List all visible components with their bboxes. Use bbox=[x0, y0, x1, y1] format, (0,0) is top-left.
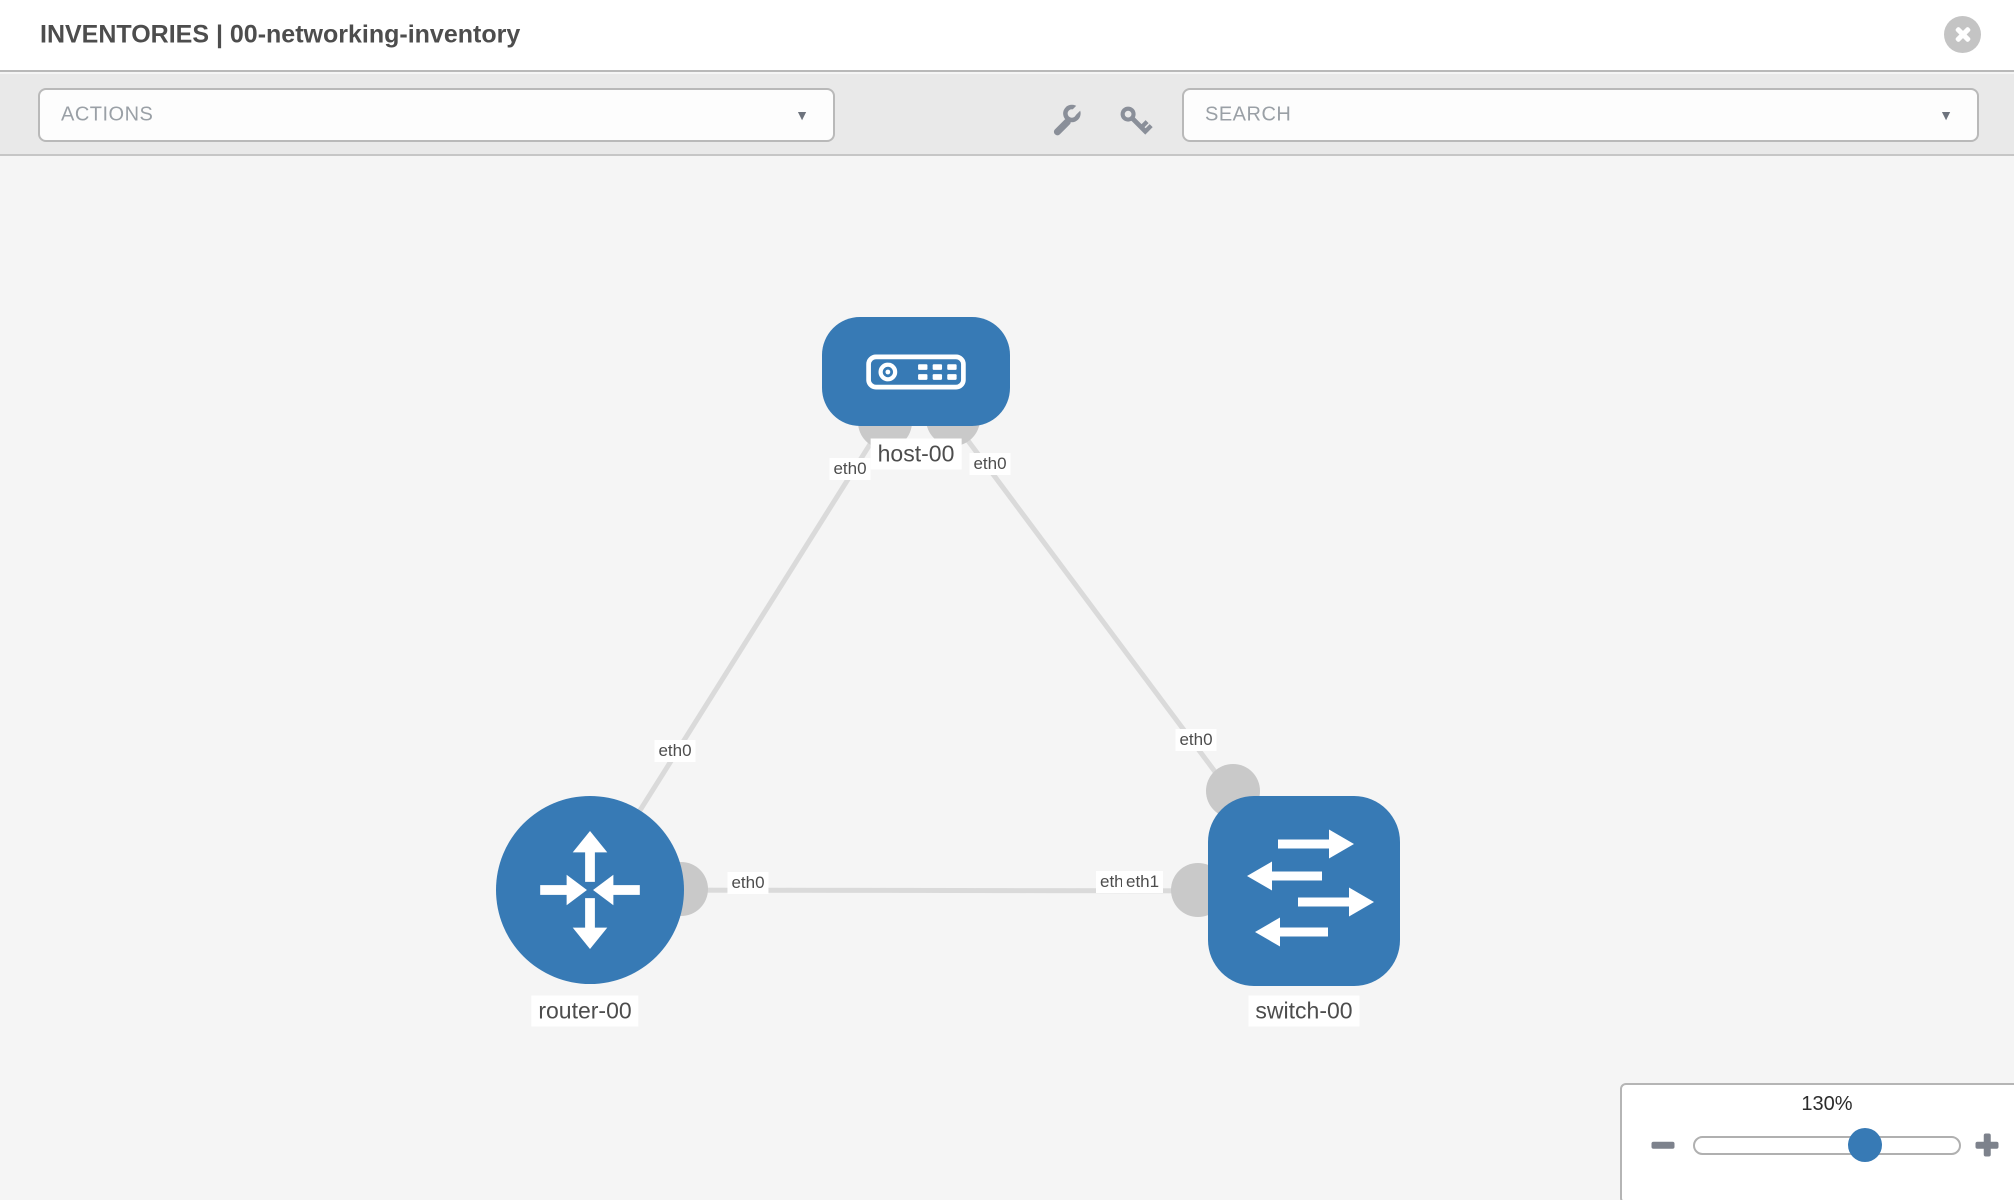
actions-dropdown-label: ACTIONS bbox=[61, 103, 154, 126]
wrench-button[interactable] bbox=[1045, 101, 1085, 141]
interface-label-switch-router-eth1: eth1 bbox=[1122, 871, 1164, 893]
host-icon bbox=[866, 354, 966, 389]
node-host-00[interactable] bbox=[822, 317, 1010, 426]
interface-label-router-host-eth0: eth0 bbox=[654, 740, 696, 762]
plus-icon bbox=[1983, 1133, 1991, 1157]
wrench-icon bbox=[1053, 101, 1085, 136]
minus-icon bbox=[1651, 1141, 1675, 1149]
page-title: INVENTORIES | 00-networking-inventory bbox=[40, 20, 521, 49]
zoom-level: 130% bbox=[1801, 1093, 1853, 1115]
zoom-slider-thumb[interactable] bbox=[1848, 1128, 1882, 1162]
key-button[interactable] bbox=[1115, 101, 1155, 141]
zoom-in-button[interactable] bbox=[1969, 1127, 2005, 1163]
close-button[interactable] bbox=[1944, 16, 1981, 53]
zoom-slider-track[interactable] bbox=[1693, 1136, 1961, 1155]
link-host-router bbox=[587, 369, 919, 892]
node-label-switch: switch-00 bbox=[1248, 995, 1360, 1027]
header: INVENTORIES | 00-networking-inventory bbox=[0, 0, 2014, 72]
actions-dropdown[interactable]: ACTIONS ▼ bbox=[38, 88, 835, 142]
search-dropdown-label: SEARCH bbox=[1205, 103, 1292, 126]
links-layer bbox=[587, 369, 1307, 917]
zoom-panel: 130% bbox=[1620, 1083, 2014, 1200]
search-dropdown[interactable]: SEARCH ▼ bbox=[1182, 88, 1979, 142]
chevron-down-icon: ▼ bbox=[1939, 107, 1953, 123]
key-icon bbox=[1120, 106, 1153, 135]
node-router-00[interactable] bbox=[496, 796, 684, 984]
interface-label-router-switch-eth0: eth0 bbox=[727, 872, 769, 894]
topology-canvas[interactable]: host-00 router-00 switch-00 eth0 eth0 et… bbox=[0, 156, 2014, 1200]
router-icon bbox=[540, 831, 640, 949]
chevron-down-icon: ▼ bbox=[795, 107, 809, 123]
toolbar: ACTIONS ▼ bbox=[0, 74, 2014, 156]
zoom-out-button[interactable] bbox=[1645, 1127, 1681, 1163]
switch-icon bbox=[1247, 829, 1374, 947]
node-label-router: router-00 bbox=[531, 995, 639, 1027]
node-switch-00[interactable] bbox=[1208, 796, 1400, 986]
node-label-host: host-00 bbox=[870, 438, 962, 470]
interface-label-host-router-eth0: eth0 bbox=[829, 458, 871, 480]
interface-label-host-switch-eth0: eth0 bbox=[969, 453, 1011, 475]
interface-label-switch-host-eth0: eth0 bbox=[1175, 729, 1217, 751]
